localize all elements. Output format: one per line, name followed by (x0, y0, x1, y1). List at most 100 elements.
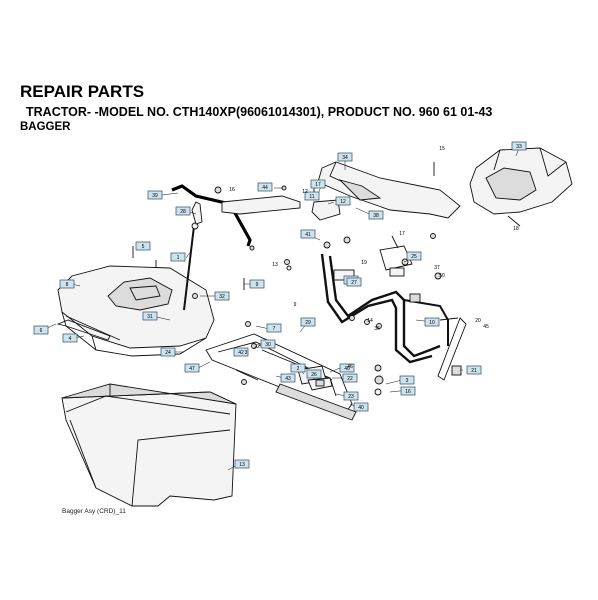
callout-6: 6 (33, 325, 49, 335)
callout-number: 40 (358, 405, 364, 411)
deflector-rod-2 (65, 315, 121, 341)
callout-12: 12 (335, 196, 351, 206)
hardware (132, 162, 521, 387)
callout-33: 33 (511, 141, 527, 151)
bagger-bucket (61, 383, 237, 507)
part-number-18: 18 (513, 226, 519, 232)
bent-handle (171, 184, 252, 247)
callout-21: 21 (466, 365, 482, 375)
callout-47: 47 (184, 363, 200, 373)
callout-26: 26 (306, 369, 322, 379)
callout-number: 8 (66, 282, 69, 288)
diagram-caption: Bagger Asy (CRD)_11 (62, 508, 126, 515)
callout-number: 28 (180, 209, 186, 215)
callout-number: 17 (315, 182, 321, 188)
part-number-50: 50 (439, 273, 445, 279)
part-number-22: 22 (254, 344, 260, 350)
part-number-46: 46 (347, 364, 353, 370)
callout-31: 31 (142, 311, 158, 321)
callout-9: 9 (249, 279, 265, 289)
callout-number: 39 (152, 193, 158, 199)
callout-number: 6 (40, 328, 43, 334)
bagger-cover (57, 265, 215, 357)
callout-number: 42 (238, 350, 244, 356)
callout-number: 13 (239, 462, 245, 468)
callout-number: 38 (373, 213, 379, 219)
callout-24: 24 (160, 347, 176, 357)
support-rod (183, 225, 195, 311)
callout-number: 25 (411, 254, 417, 260)
callout-number: 41 (305, 232, 311, 238)
mount-plate (221, 195, 301, 215)
callout-number: 34 (342, 155, 348, 161)
callout-number: 33 (516, 144, 522, 150)
callout-number: 5 (142, 244, 145, 250)
callout-39: 39 (147, 190, 163, 200)
callout-7: 7 (266, 323, 282, 333)
model-subtitle: TRACTOR- -MODEL NO. CTH140XP(96061014301… (26, 105, 493, 119)
callout-number: 2 (297, 366, 300, 372)
callout-labels: 3334173944111228381415861040353294312973… (33, 141, 527, 469)
callout-3: 3 (399, 375, 415, 385)
callout-number: 21 (471, 368, 477, 374)
part-number-16: 16 (229, 187, 235, 193)
part-number-3: 3 (245, 350, 248, 356)
callout-number: 7 (273, 326, 276, 332)
handle-grip (191, 201, 203, 225)
callout-number: 4 (69, 336, 72, 342)
callout-34: 34 (337, 152, 353, 162)
callout-13: 13 (234, 459, 250, 469)
part-number-36: 36 (374, 326, 380, 332)
part-number-17: 17 (399, 231, 405, 237)
nut-icon (451, 365, 462, 376)
callout-46: 46 (339, 363, 355, 373)
callout-29: 29 (300, 317, 316, 327)
callout-16: 16 (400, 386, 416, 396)
callout-number: 26 (311, 372, 317, 378)
callout-41: 41 (300, 229, 316, 239)
callout-number: 47 (189, 366, 195, 372)
callout-number: 27 (351, 280, 357, 286)
part-number-20: 20 (475, 318, 481, 324)
callout-1: 1 (170, 252, 186, 262)
callout-25: 25 (406, 251, 422, 261)
part-number-19: 19 (361, 260, 367, 266)
callout-5: 5 (135, 241, 151, 251)
callout-32: 32 (214, 291, 230, 301)
bracket (311, 199, 341, 221)
discharge-chute (317, 161, 461, 219)
callout-number: 1 (177, 255, 180, 261)
callout-number: 10 (429, 320, 435, 326)
part-number-14: 14 (367, 318, 373, 324)
callout-27: 27 (346, 277, 362, 287)
callout-number: 24 (165, 350, 171, 356)
callout-11: 11 (304, 191, 320, 201)
deflector-rod (56, 319, 111, 341)
callout-23: 23 (343, 391, 359, 401)
callout-10: 10 (424, 317, 440, 327)
callout-40: 40 (353, 402, 369, 412)
callout-42: 42 (233, 347, 249, 357)
callout-17: 17 (310, 179, 326, 189)
callout-number: 22 (347, 376, 353, 382)
callout-number: 12 (340, 199, 346, 205)
page-title: REPAIR PARTS (20, 82, 145, 101)
part-number-12: 12 (302, 189, 308, 195)
main-frame (320, 245, 449, 364)
part-number-15: 15 (439, 146, 445, 152)
callout-30: 30 (260, 339, 276, 349)
callout-8: 8 (59, 279, 75, 289)
callout-number: 23 (348, 394, 354, 400)
callout-number: 3 (406, 378, 409, 384)
callout-22: 22 (342, 373, 358, 383)
callout-43: 43 (280, 373, 296, 383)
callout-4: 4 (62, 333, 78, 343)
callout-number: 30 (265, 342, 271, 348)
part-number-9: 9 (294, 302, 297, 308)
callout-number: 11 (309, 194, 314, 200)
callout-2: 2 (290, 363, 306, 373)
callout-number: 43 (285, 376, 291, 382)
callout-44: 44 (257, 182, 273, 192)
callout-number: 32 (219, 294, 225, 300)
